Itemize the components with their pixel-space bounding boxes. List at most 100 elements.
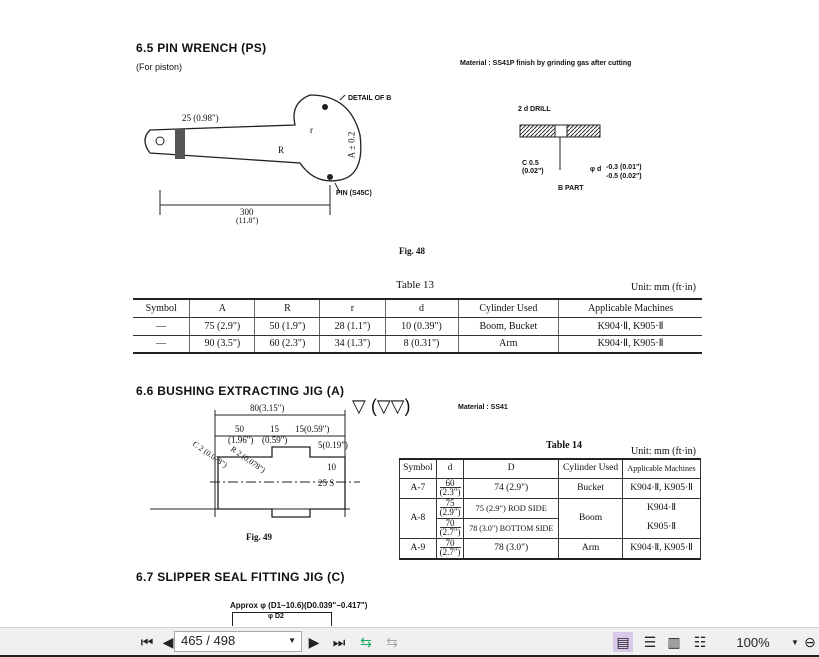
col-header: Symbol	[399, 458, 437, 479]
cell: K904·Ⅱ, K905·Ⅱ	[622, 477, 701, 499]
fig48-tol: -0.3 (0.01")	[606, 164, 642, 171]
table-row: A-8 75(2.9") 75 (2.9") ROD SIDE Boom K90…	[399, 497, 701, 539]
cell: 10 (0.39")	[384, 316, 459, 336]
col-header: D	[463, 458, 560, 479]
s67-approx: Approx φ (D1−10.6)(D0.039"−0.417")	[230, 601, 368, 610]
fig48-chamfer: C 0.5	[522, 160, 539, 167]
fig49-dim-25s: 25 S	[318, 478, 335, 488]
cell: K904·Ⅱ, K905·Ⅱ	[558, 316, 702, 336]
page-number-input[interactable]: 465 / 498 ▼	[174, 631, 302, 652]
cell: 90 (3.5")	[189, 334, 256, 354]
continuous-view-button[interactable]: ☰	[643, 633, 657, 650]
document-page: 6.5 PIN WRENCH (PS) (For piston) Materia…	[133, 41, 702, 626]
previous-page-button[interactable]: ◀	[162, 633, 174, 650]
go-back-view-icon[interactable]: ⇆	[360, 633, 372, 650]
table-row: —75 (2.9")50 (1.9")28 (1.1")10 (0.39")Bo…	[133, 316, 702, 336]
cell: Arm	[558, 537, 624, 559]
section-6-5-subtitle: (For piston)	[136, 62, 183, 72]
cell: 70(2.7")	[435, 537, 465, 559]
cell: A-9	[399, 537, 437, 559]
fig48-pin-label: PIN (S45C)	[336, 190, 372, 197]
col-header: R	[254, 298, 321, 318]
single-page-view-button[interactable]: ▤	[613, 632, 633, 652]
cell: K904·Ⅱ, K905·Ⅱ	[622, 537, 701, 559]
fig49-dim-50-in: (1.96")	[228, 435, 254, 445]
fig48-A: A ± 0.2	[346, 131, 357, 159]
fig48-dim-25: 25 (0.98")	[182, 113, 219, 123]
cell: 74 (2.9")	[463, 477, 560, 499]
fig49-dim-80: 80(3.15")	[250, 403, 285, 413]
table-row: A-7 60(2.3") 74 (2.9") Bucket K904·Ⅱ, K9…	[399, 477, 701, 499]
fig49-dim-15b: 15(0.59")	[295, 424, 330, 434]
two-page-view-button[interactable]: ▥	[667, 633, 681, 650]
cell: 34 (1.3")	[319, 334, 386, 354]
fig49-dim-10: 10	[327, 462, 336, 472]
fig48-detail-label: DETAIL OF B	[348, 95, 392, 102]
col-header: Cylinder Used	[558, 458, 624, 479]
col-header: A	[189, 298, 256, 318]
next-page-button[interactable]: ▶	[308, 633, 320, 650]
cell: 75 (2.9") ROD SIDE	[463, 497, 560, 519]
fig48-r: r	[310, 125, 313, 135]
window-border	[0, 655, 819, 657]
cell: 60(2.3")	[435, 477, 465, 499]
fig48-drawing	[144, 94, 601, 215]
cell: 78 (3.0")	[463, 537, 560, 559]
cell: 8 (0.31")	[384, 334, 459, 354]
s67-drawing	[232, 612, 332, 626]
cell: 50 (1.9")	[254, 316, 321, 336]
cell: —	[133, 334, 191, 354]
col-header: Applicable Machines	[558, 298, 702, 318]
zoom-dropdown-icon[interactable]: ▼	[791, 637, 799, 647]
fig49-caption: Fig. 49	[246, 532, 272, 542]
zoom-level[interactable]: 100%	[736, 634, 770, 650]
fig48-R: R	[278, 145, 285, 155]
fig48-chamfer-in: (0.02")	[522, 168, 544, 175]
table-row: 70(2.7") 78 (3.0") BOTTOM SIDE K905·Ⅱ	[400, 517, 701, 539]
table-row: —90 (3.5")60 (2.3")34 (1.3")8 (0.31")Arm…	[133, 334, 702, 354]
col-header: d	[384, 298, 459, 318]
cell: K904·Ⅱ	[622, 497, 701, 518]
cell: Boom	[558, 497, 624, 539]
fig49-dim-5: 5(0.19")	[318, 440, 348, 450]
table14: Symbol d D Cylinder Used Applicable Mach…	[399, 458, 701, 560]
fig48-bpart: B PART	[558, 185, 584, 192]
fig48-caption: Fig. 48	[399, 246, 425, 256]
table13: Symbol A R r d Cylinder Used Applicable …	[133, 298, 702, 354]
fig49-drawing	[150, 410, 360, 518]
table14-title: Table 14	[546, 440, 583, 451]
cell: 75 (2.9")	[189, 316, 256, 336]
cell: —	[133, 316, 191, 336]
cell: 75(2.9")	[435, 497, 465, 519]
cell: Arm	[457, 334, 560, 354]
fig48-dim-300: 300	[240, 207, 254, 217]
s66-material: Material : SS41	[458, 404, 508, 411]
col-header: Symbol	[133, 298, 191, 318]
table14-unit: Unit: mm (ft·in)	[631, 446, 696, 457]
chevron-down-icon[interactable]: ▼	[288, 636, 296, 645]
cell: 28 (1.1")	[319, 316, 386, 336]
cell: 60 (2.3")	[254, 334, 321, 354]
cell: A-8	[399, 497, 437, 539]
cell: K905·Ⅱ	[622, 518, 701, 539]
cell: 78 (3.0") BOTTOM SIDE	[463, 517, 560, 539]
fig49-dim-50: 50	[235, 424, 244, 434]
col-header: Cylinder Used	[457, 298, 560, 318]
fig48-dim-300-in: (11.8")	[236, 216, 259, 225]
first-page-button[interactable]: ⏮	[140, 633, 154, 650]
col-header: d	[435, 458, 465, 479]
last-page-button[interactable]: ⏭	[332, 633, 346, 650]
fig48-tol2: -0.5 (0.02")	[606, 173, 642, 180]
section-6-7-title: 6.7 SLIPPER SEAL FITTING JIG (C)	[136, 570, 345, 584]
cell: K904·Ⅱ, K905·Ⅱ	[558, 334, 702, 354]
cell: 70(2.7")	[435, 517, 465, 539]
go-forward-view-icon[interactable]: ⇆	[386, 633, 398, 650]
two-page-continuous-button[interactable]: ☷	[693, 633, 707, 650]
col-header: Applicable Machines	[622, 458, 701, 479]
fig49-dim-15a: 15	[270, 424, 279, 434]
page-number-value: 465 / 498	[181, 633, 236, 648]
zoom-out-button[interactable]: ⊖	[804, 633, 816, 650]
fig48-drill: 2 d DRILL	[518, 106, 551, 113]
table-row: A-9 70(2.7") 78 (3.0") Arm K904·Ⅱ, K905·…	[399, 537, 701, 559]
cell: A-7	[399, 477, 437, 499]
